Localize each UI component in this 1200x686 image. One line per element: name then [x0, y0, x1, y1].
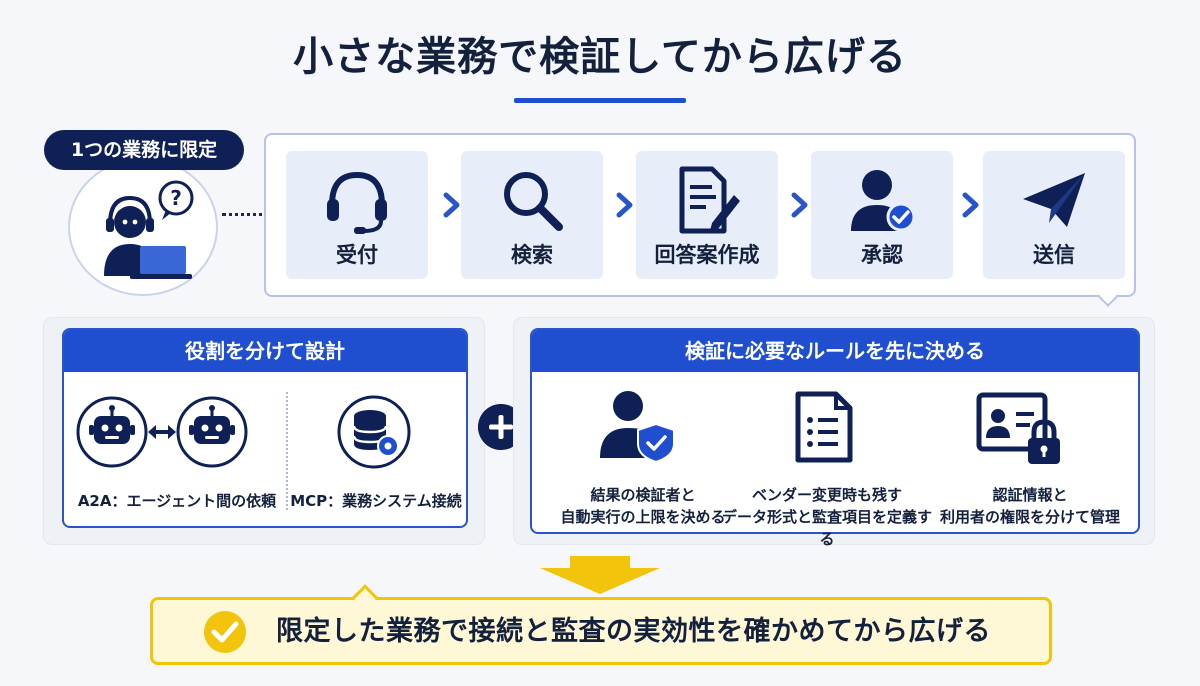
role-label-a2a: A2A：エージェント間の依頼 [77, 492, 277, 510]
rule-item-line: 自動実行の上限を決める [560, 508, 726, 526]
flow-step-label: 受付 [336, 243, 378, 267]
chevron-right-icon [962, 192, 979, 218]
rule-item-credentials: 認証情報と 利用者の権限を分けて管理 [930, 484, 1130, 528]
chevron-right-icon [791, 192, 808, 218]
flow-step-label: 送信 [1033, 243, 1075, 267]
svg-text:?: ? [170, 186, 182, 210]
chevron-right-icon [616, 192, 633, 218]
paper-plane-icon [1023, 173, 1085, 227]
flow-step-reception: 受付 [286, 151, 428, 279]
operator-illustration: ? [68, 158, 218, 296]
rules-heading: 検証に必要なルールを先に決める [532, 330, 1138, 372]
flow-step-label: 検索 [511, 243, 553, 267]
flow-step-label: 回答案作成 [654, 243, 760, 267]
page-title: 小さな業務で検証してから広げる [293, 34, 907, 80]
rule-item-line: 利用者の権限を分けて管理 [939, 508, 1120, 526]
flow-step-label: 承認 [861, 243, 903, 267]
headset-icon [327, 171, 387, 234]
rule-item-line: ベンダー変更時も残す [751, 486, 902, 504]
id-card-lock-icon [976, 392, 1060, 464]
connector-dotted-line [222, 213, 270, 216]
role-divider [286, 392, 288, 510]
rule-item-verifier: 結果の検証者と 自動実行の上限を決める [548, 484, 738, 528]
scope-badge: 1つの業務に限定 [44, 130, 244, 170]
chevron-right-icon [443, 192, 460, 218]
flow-step-draft-answer: 回答案作成 [636, 151, 778, 279]
flow-step-approval: 承認 [811, 151, 953, 279]
operator-icon: ? [104, 180, 194, 279]
role-label-mcp: MCP：業務システム接続 [290, 492, 462, 510]
role-design-card: 役割を分けて設計 [62, 328, 468, 528]
conclusion-banner [150, 597, 1052, 665]
rule-item-data-format: ベンダー変更時も残す データ形式と監査項目を定義する [722, 484, 932, 550]
document-edit-icon [679, 166, 740, 234]
rule-item-line: 結果の検証者と [590, 486, 696, 504]
title-underline [514, 98, 686, 103]
robot-exchange-icon [76, 396, 248, 468]
list-document-icon [795, 391, 853, 463]
down-arrow-icon [540, 556, 660, 594]
role-design-heading: 役割を分けて設計 [64, 330, 466, 372]
rule-item-line: データ形式と監査項目を定義する [722, 508, 933, 548]
check-circle-icon [204, 611, 246, 653]
database-gear-icon [337, 395, 411, 469]
user-check-icon [851, 170, 916, 232]
magnifier-icon [504, 172, 563, 231]
flow-step-send: 送信 [983, 151, 1125, 279]
conclusion-text: 限定した業務で接続と監査の実効性を確かめてから広げる [276, 616, 991, 647]
flow-step-search: 検索 [461, 151, 603, 279]
user-shield-icon [600, 391, 675, 464]
rule-item-line: 認証情報と [992, 486, 1068, 504]
